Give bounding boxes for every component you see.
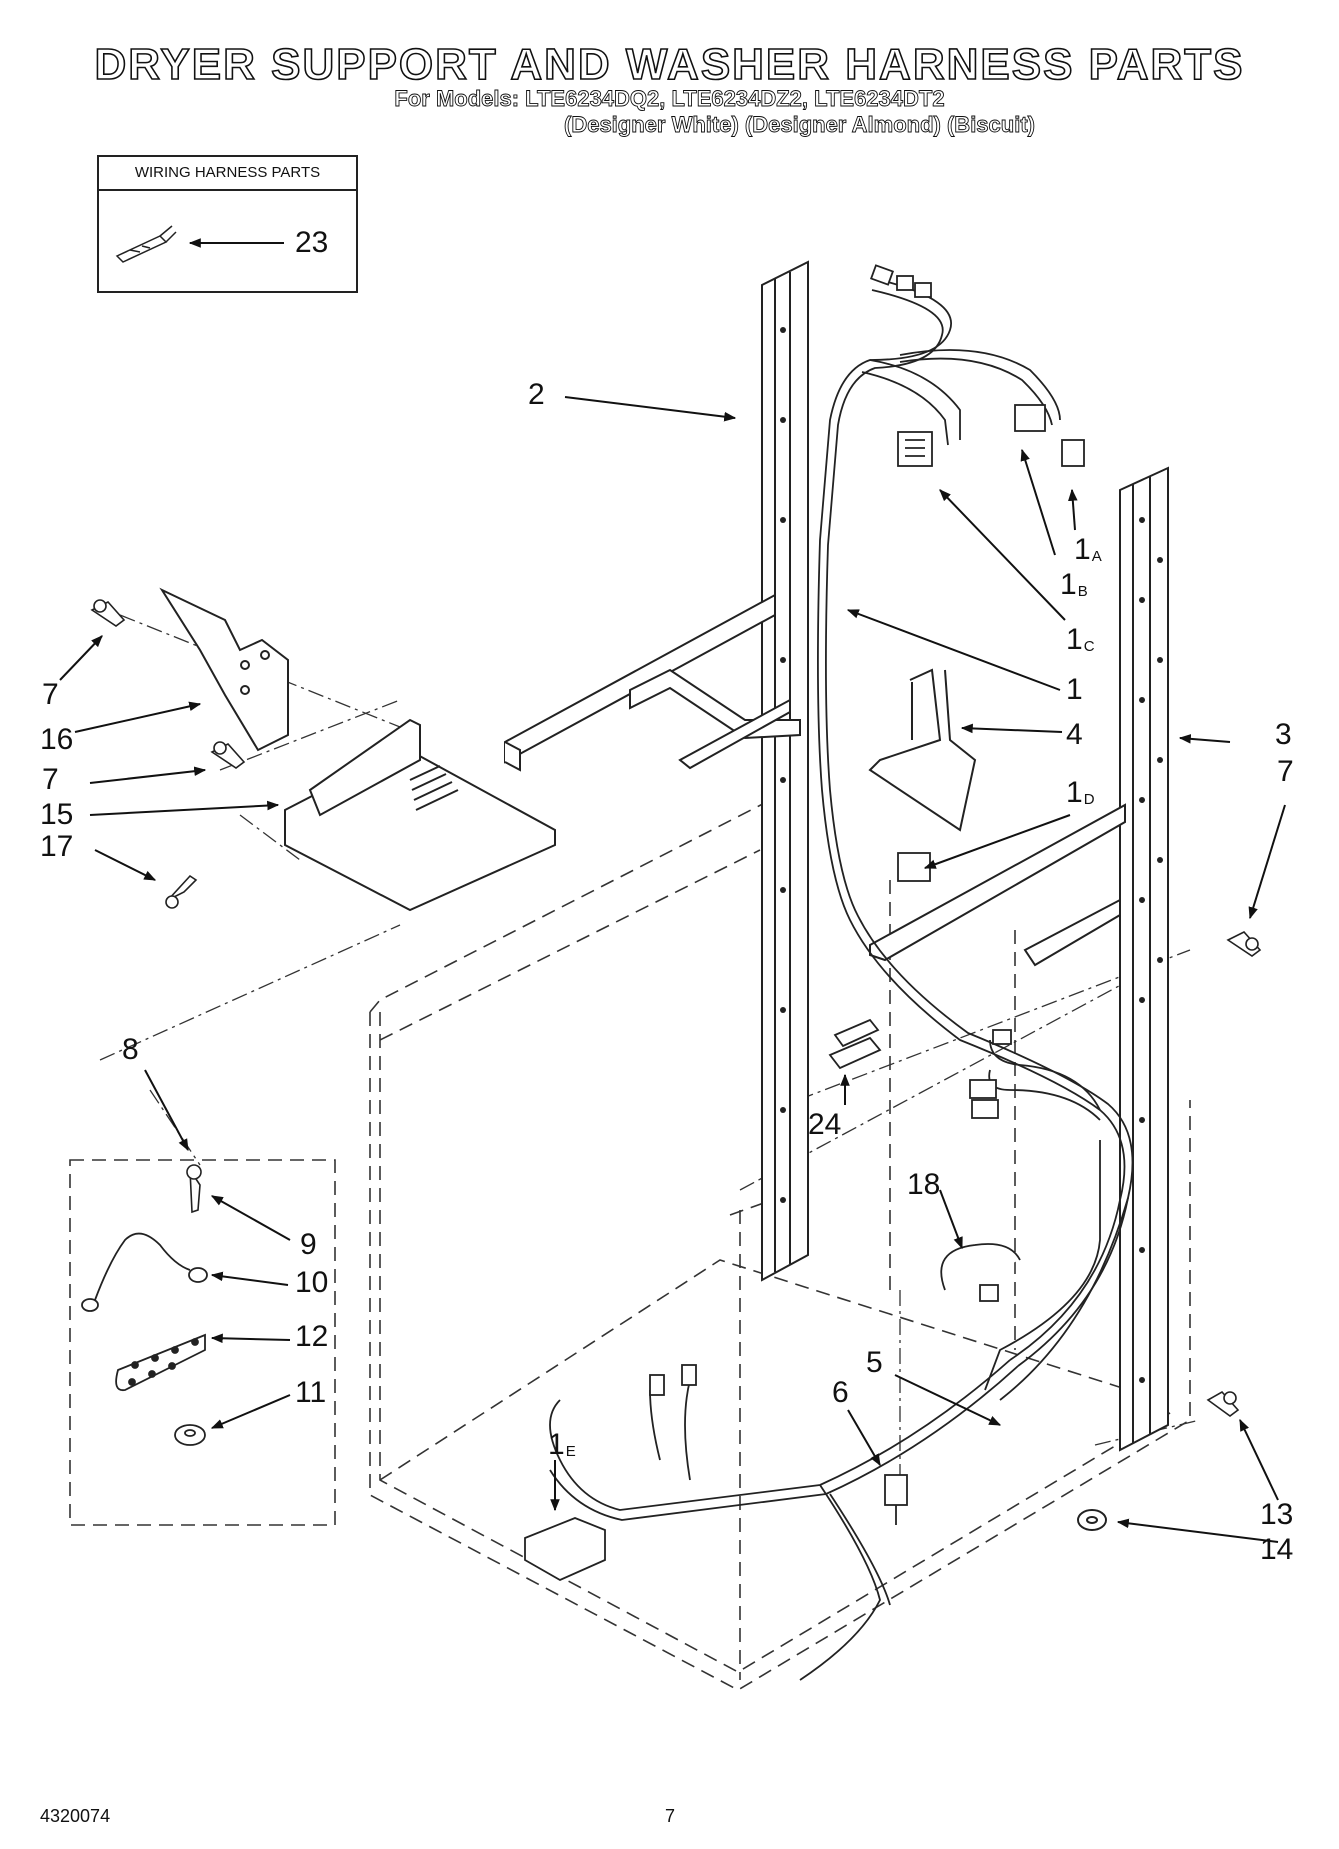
washer-part-14	[1077, 1509, 1107, 1531]
callout-8: 8	[122, 1033, 139, 1066]
callout-6: 6	[832, 1376, 849, 1409]
clip-part-24	[828, 1018, 882, 1070]
callout-18: 18	[907, 1168, 941, 1201]
model-list: For Models: LTE6234DQ2, LTE6234DZ2, LTE6…	[394, 86, 945, 112]
right-cross-brace	[869, 803, 1126, 967]
callout-7-top: 7	[42, 678, 59, 711]
wire-terminal-part	[115, 225, 177, 263]
screws	[90, 599, 1262, 1417]
callout-1e: 1E	[548, 1428, 576, 1461]
inset-header: WIRING HARNESS PARTS	[99, 157, 356, 191]
callout-1c: 1C	[1066, 623, 1095, 656]
callout-14: 14	[1260, 1533, 1294, 1566]
callout-11: 11	[295, 1376, 327, 1409]
callout-23: 23	[295, 226, 329, 259]
upper-cross-brace	[504, 593, 801, 772]
left-upright-rail	[761, 260, 809, 1282]
ground-strap-parts	[81, 1232, 208, 1446]
ground-strap-box	[69, 1159, 336, 1526]
callout-2: 2	[528, 378, 545, 411]
harness-connectors	[524, 264, 1085, 1582]
callout-9: 9	[300, 1228, 317, 1261]
left-bracket-part-16	[159, 587, 289, 752]
left-bracket-part-15	[284, 718, 556, 912]
callout-13: 13	[1260, 1498, 1294, 1531]
callout-12: 12	[295, 1320, 329, 1353]
callout-16: 16	[40, 723, 74, 756]
callout-10: 10	[295, 1266, 329, 1299]
callout-4: 4	[1066, 718, 1083, 751]
callout-24: 24	[808, 1108, 842, 1141]
callout-1a: 1A	[1074, 533, 1102, 566]
callout-7-mid: 7	[42, 763, 59, 796]
callout-17: 17	[40, 830, 74, 863]
callout-1: 1	[1066, 673, 1083, 706]
callout-7-right: 7	[1277, 755, 1294, 788]
wiring-harness-inset: WIRING HARNESS PARTS	[97, 155, 358, 293]
leader-arrows	[59, 396, 1286, 1543]
callout-3: 3	[1275, 718, 1292, 751]
center-bracket-part-4	[868, 668, 977, 832]
callout-15: 15	[40, 798, 74, 831]
right-upright-holes	[1139, 517, 1163, 1383]
callout-1d: 1D	[1066, 776, 1095, 809]
page-title: DRYER SUPPORT AND WASHER HARNESS PARTS	[94, 39, 1245, 90]
callout-5: 5	[866, 1346, 883, 1379]
right-upright-rail	[1119, 466, 1169, 1452]
callout-1b: 1B	[1060, 568, 1088, 601]
left-upright-holes	[780, 327, 786, 1203]
wiring-harness	[549, 279, 1134, 1681]
color-list: (Designer White) (Designer Almond) (Bisc…	[564, 112, 1036, 138]
page-number: 7	[665, 1806, 676, 1826]
document-number: 4320074	[40, 1806, 111, 1826]
